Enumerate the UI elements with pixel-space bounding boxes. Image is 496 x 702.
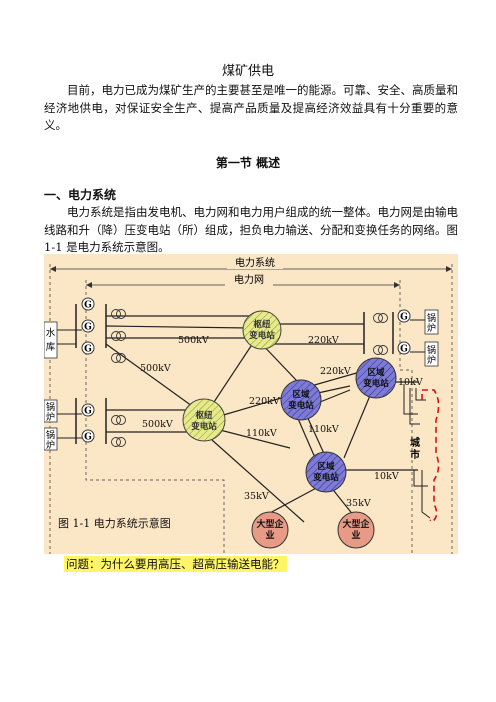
label-220kv-center: 220kV bbox=[249, 396, 280, 407]
svg-text:锅: 锅 bbox=[427, 345, 436, 356]
power-grid-range: 电力网 bbox=[85, 273, 401, 466]
svg-text:变电站: 变电站 bbox=[363, 378, 389, 389]
label-110kv-left: 110kV bbox=[246, 428, 277, 439]
regional-substation-2: 区域 变电站 bbox=[280, 379, 322, 421]
generator-group-left: G G G G G bbox=[57, 297, 95, 443]
generator-icon: G bbox=[84, 323, 92, 333]
label-110kv-right: 110kV bbox=[308, 424, 339, 435]
svg-text:炉: 炉 bbox=[427, 354, 436, 366]
label-hydro-2: 库 bbox=[46, 341, 56, 353]
generator-icon: G bbox=[84, 345, 92, 355]
svg-text:大型企: 大型企 bbox=[256, 518, 284, 530]
svg-text:枢纽: 枢纽 bbox=[253, 319, 271, 330]
transformer-group-right bbox=[373, 313, 388, 355]
label-city-2: 市 bbox=[410, 448, 420, 461]
label-power-grid: 电力网 bbox=[234, 273, 264, 286]
label-500kv-top: 500kV bbox=[178, 335, 209, 346]
svg-text:大型企: 大型企 bbox=[342, 518, 370, 530]
generator-icon: G bbox=[84, 301, 92, 311]
hub-substation-bottom: 枢纽 变电站 bbox=[182, 398, 226, 442]
svg-text:变电站: 变电站 bbox=[249, 330, 275, 341]
transformer-group-left bbox=[111, 309, 126, 447]
svg-text:锅: 锅 bbox=[46, 402, 55, 413]
generator-icon: G bbox=[400, 345, 408, 355]
subsection-title: 一、电力系统 bbox=[44, 188, 117, 202]
power-system-range: 电力系统 bbox=[49, 256, 453, 554]
label-10kv-top: 10kV bbox=[398, 377, 423, 388]
svg-text:锅: 锅 bbox=[427, 313, 436, 324]
figure-caption: 图 1-1 电力系统示意图 bbox=[58, 516, 171, 530]
svg-text:变电站: 变电站 bbox=[288, 400, 314, 411]
svg-text:炉: 炉 bbox=[46, 411, 55, 423]
svg-text:炉: 炉 bbox=[46, 439, 55, 451]
label-500kv-mid: 500kV bbox=[140, 363, 171, 374]
regional-substation-1: 区域 变电站 bbox=[355, 357, 397, 399]
svg-text:变电站: 变电站 bbox=[191, 421, 217, 432]
hydro-reservoir-box bbox=[43, 321, 58, 359]
label-500kv-left: 500kV bbox=[142, 419, 173, 430]
question-text: 问题：为什么要用高压、超高压输送电能？ bbox=[64, 556, 287, 572]
label-power-system: 电力系统 bbox=[235, 256, 275, 269]
voltage-labels: 500kV 220kV 500kV 500kV 220kV 220kV 110k… bbox=[140, 335, 423, 509]
boiler-box-right-1 bbox=[424, 309, 439, 335]
label-35kv-right: 35kV bbox=[346, 498, 371, 509]
power-system-figure: 电力系统 电力网 水 库 锅 炉 锅 炉 锅 炉 锅 炉 bbox=[43, 254, 458, 554]
svg-text:锅: 锅 bbox=[46, 430, 55, 441]
label-220kv-right: 220kV bbox=[320, 366, 351, 377]
intro-paragraph: 目前，电力已成为煤矿生产的主要甚至是唯一的能源。可靠、安全、高质量和经济地供电，… bbox=[44, 83, 458, 132]
page-title: 煤矿供电 bbox=[221, 64, 274, 79]
svg-text:区域: 区域 bbox=[292, 389, 310, 400]
regional-substation-3: 区域 变电站 bbox=[305, 451, 347, 493]
hub-substation-top: 枢纽 变电站 bbox=[242, 310, 282, 350]
generator-icon: G bbox=[84, 433, 92, 443]
svg-text:炉: 炉 bbox=[427, 322, 436, 334]
large-enterprise-1: 大型企 业 bbox=[251, 511, 289, 549]
label-city-1: 城 bbox=[410, 436, 420, 449]
svg-text:业: 业 bbox=[351, 529, 360, 541]
large-enterprise-2: 大型企 业 bbox=[337, 511, 375, 549]
boiler-box-left-1 bbox=[43, 399, 58, 423]
label-35kv-left: 35kV bbox=[244, 491, 269, 502]
label-220kv-top: 220kV bbox=[308, 335, 339, 346]
city-zone bbox=[421, 389, 440, 524]
svg-text:变电站: 变电站 bbox=[313, 472, 339, 483]
label-10kv-bottom: 10kV bbox=[374, 471, 399, 482]
power-system-diagram: 电力系统 电力网 水 库 锅 炉 锅 炉 锅 炉 锅 炉 bbox=[43, 256, 453, 554]
generator-icon: G bbox=[84, 407, 92, 417]
svg-text:业: 业 bbox=[265, 529, 274, 541]
label-hydro-1: 水 bbox=[46, 327, 56, 339]
svg-text:区域: 区域 bbox=[317, 461, 335, 472]
body-paragraph: 电力系统是指由发电机、电力网和电力用户组成的统一整体。电力网是由输电线路和升（降… bbox=[44, 205, 458, 254]
svg-text:区域: 区域 bbox=[367, 367, 385, 378]
generator-icon: G bbox=[400, 313, 408, 323]
generator-group-right: G G bbox=[397, 309, 425, 355]
boiler-box-left-2 bbox=[43, 427, 58, 451]
svg-text:枢纽: 枢纽 bbox=[195, 410, 213, 421]
section-title: 第一节 概述 bbox=[215, 156, 281, 170]
boiler-box-right-2 bbox=[424, 341, 439, 367]
